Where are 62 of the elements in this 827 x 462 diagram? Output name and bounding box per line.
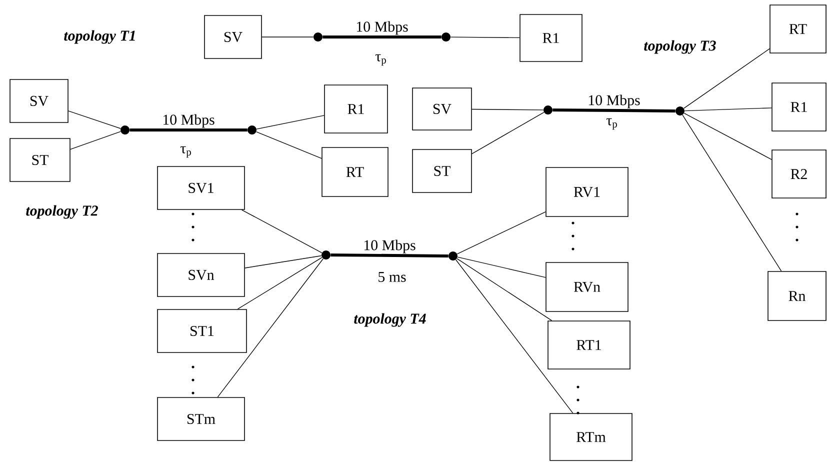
link-line xyxy=(68,110,121,129)
host-box: ST1 xyxy=(157,309,247,353)
host-box: SV1 xyxy=(157,166,245,210)
link-line xyxy=(472,108,544,110)
host-box: RT1 xyxy=(548,320,630,370)
link-line xyxy=(552,108,676,112)
edge-label: 10 Mbps xyxy=(163,114,214,128)
host-box: STm xyxy=(157,397,245,441)
junction-dot xyxy=(248,126,256,134)
link-line xyxy=(70,131,121,150)
link-line xyxy=(457,256,546,278)
host-box: R1 xyxy=(324,84,388,134)
junction-dot xyxy=(544,106,552,114)
host-box: SVn xyxy=(157,253,245,297)
host-box: ST xyxy=(412,149,472,193)
edge-label: 10 Mbps xyxy=(356,21,408,35)
junction-dot xyxy=(676,106,684,116)
link-line xyxy=(684,108,772,112)
host-box: RT xyxy=(770,4,826,54)
junction-dot xyxy=(442,32,450,42)
link-line xyxy=(322,36,442,38)
edge-label: 10 Mbps xyxy=(364,240,416,254)
host-box: SV xyxy=(412,88,472,130)
host-box: SV xyxy=(10,79,68,123)
delay-label: 5 ms xyxy=(378,272,406,282)
host-box: RVn xyxy=(546,262,628,312)
topology-label: topology T3 xyxy=(644,40,716,54)
link-line xyxy=(684,48,770,109)
link-line xyxy=(330,254,448,258)
link-line xyxy=(456,211,546,254)
topology-label: topology T2 xyxy=(26,205,98,219)
junction-dot xyxy=(314,32,322,42)
topology-label: topology T4 xyxy=(354,313,426,327)
host-box: R1 xyxy=(772,82,826,132)
link-line xyxy=(684,112,772,160)
link-line xyxy=(450,36,520,38)
link-line xyxy=(130,128,248,132)
link-line xyxy=(456,258,552,321)
junction-dot xyxy=(322,250,330,260)
junction-dot xyxy=(448,252,458,260)
link-line xyxy=(217,258,324,398)
topology-label: topology T1 xyxy=(64,30,135,44)
edge-label: 10 Mbps xyxy=(588,94,640,108)
link-line xyxy=(244,255,322,268)
link-line xyxy=(682,114,782,272)
host-box: R2 xyxy=(772,150,826,198)
junction-dot xyxy=(120,126,130,134)
host-box: R1 xyxy=(520,14,582,62)
link-line xyxy=(241,210,322,254)
host-box: SV xyxy=(204,15,262,59)
host-box: RT xyxy=(322,147,388,197)
delay-label: τ$_{p}$ xyxy=(606,118,617,130)
link-line xyxy=(472,112,544,154)
host-box: Rn xyxy=(768,271,826,321)
delay-label: τ$_{p}$ xyxy=(375,54,386,66)
link-line xyxy=(256,131,322,159)
host-box: RTm xyxy=(550,413,632,461)
link-line xyxy=(262,36,314,38)
link-line xyxy=(256,115,324,130)
host-box: RV1 xyxy=(546,167,628,217)
host-box: ST xyxy=(10,138,70,182)
link-line xyxy=(237,257,322,310)
